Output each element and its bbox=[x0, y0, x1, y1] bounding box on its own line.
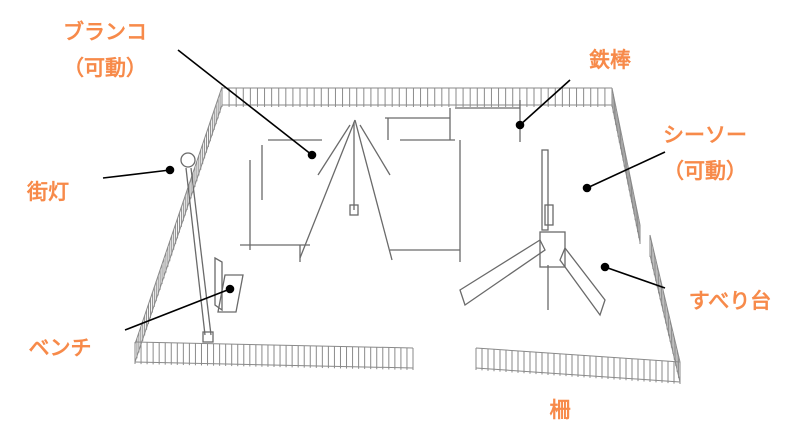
fence-segment bbox=[221, 87, 613, 107]
swing-label-note: （可動） bbox=[63, 56, 147, 80]
slide-drawing bbox=[459, 231, 606, 317]
fence-segment bbox=[134, 341, 414, 370]
swing-label: ブランコ （可動） bbox=[63, 14, 147, 86]
slide-label: すべり台 bbox=[688, 289, 772, 313]
bench-label: ベンチ bbox=[28, 336, 92, 360]
street-light-drawing bbox=[180, 152, 214, 343]
swing-label-title: ブランコ bbox=[63, 20, 147, 44]
iron-bar-drawing bbox=[385, 100, 521, 142]
bench-drawing bbox=[214, 256, 244, 313]
seesaw-drawing bbox=[541, 149, 554, 231]
seesaw-label: シーソー （可動） bbox=[663, 117, 747, 189]
fence-label: 柵 bbox=[549, 398, 571, 422]
pointer-lines bbox=[102, 49, 666, 331]
fence-segment bbox=[649, 234, 681, 384]
street-light-label: 街灯 bbox=[27, 180, 69, 204]
seesaw-label-title: シーソー bbox=[663, 123, 747, 147]
fence-segment bbox=[475, 347, 681, 384]
seesaw-label-note: （可動） bbox=[663, 159, 747, 183]
fence-drawing bbox=[134, 86, 681, 384]
fence-segment bbox=[611, 87, 641, 244]
iron-bar-label: 鉄棒 bbox=[589, 48, 631, 72]
swing-drawing bbox=[240, 119, 461, 262]
